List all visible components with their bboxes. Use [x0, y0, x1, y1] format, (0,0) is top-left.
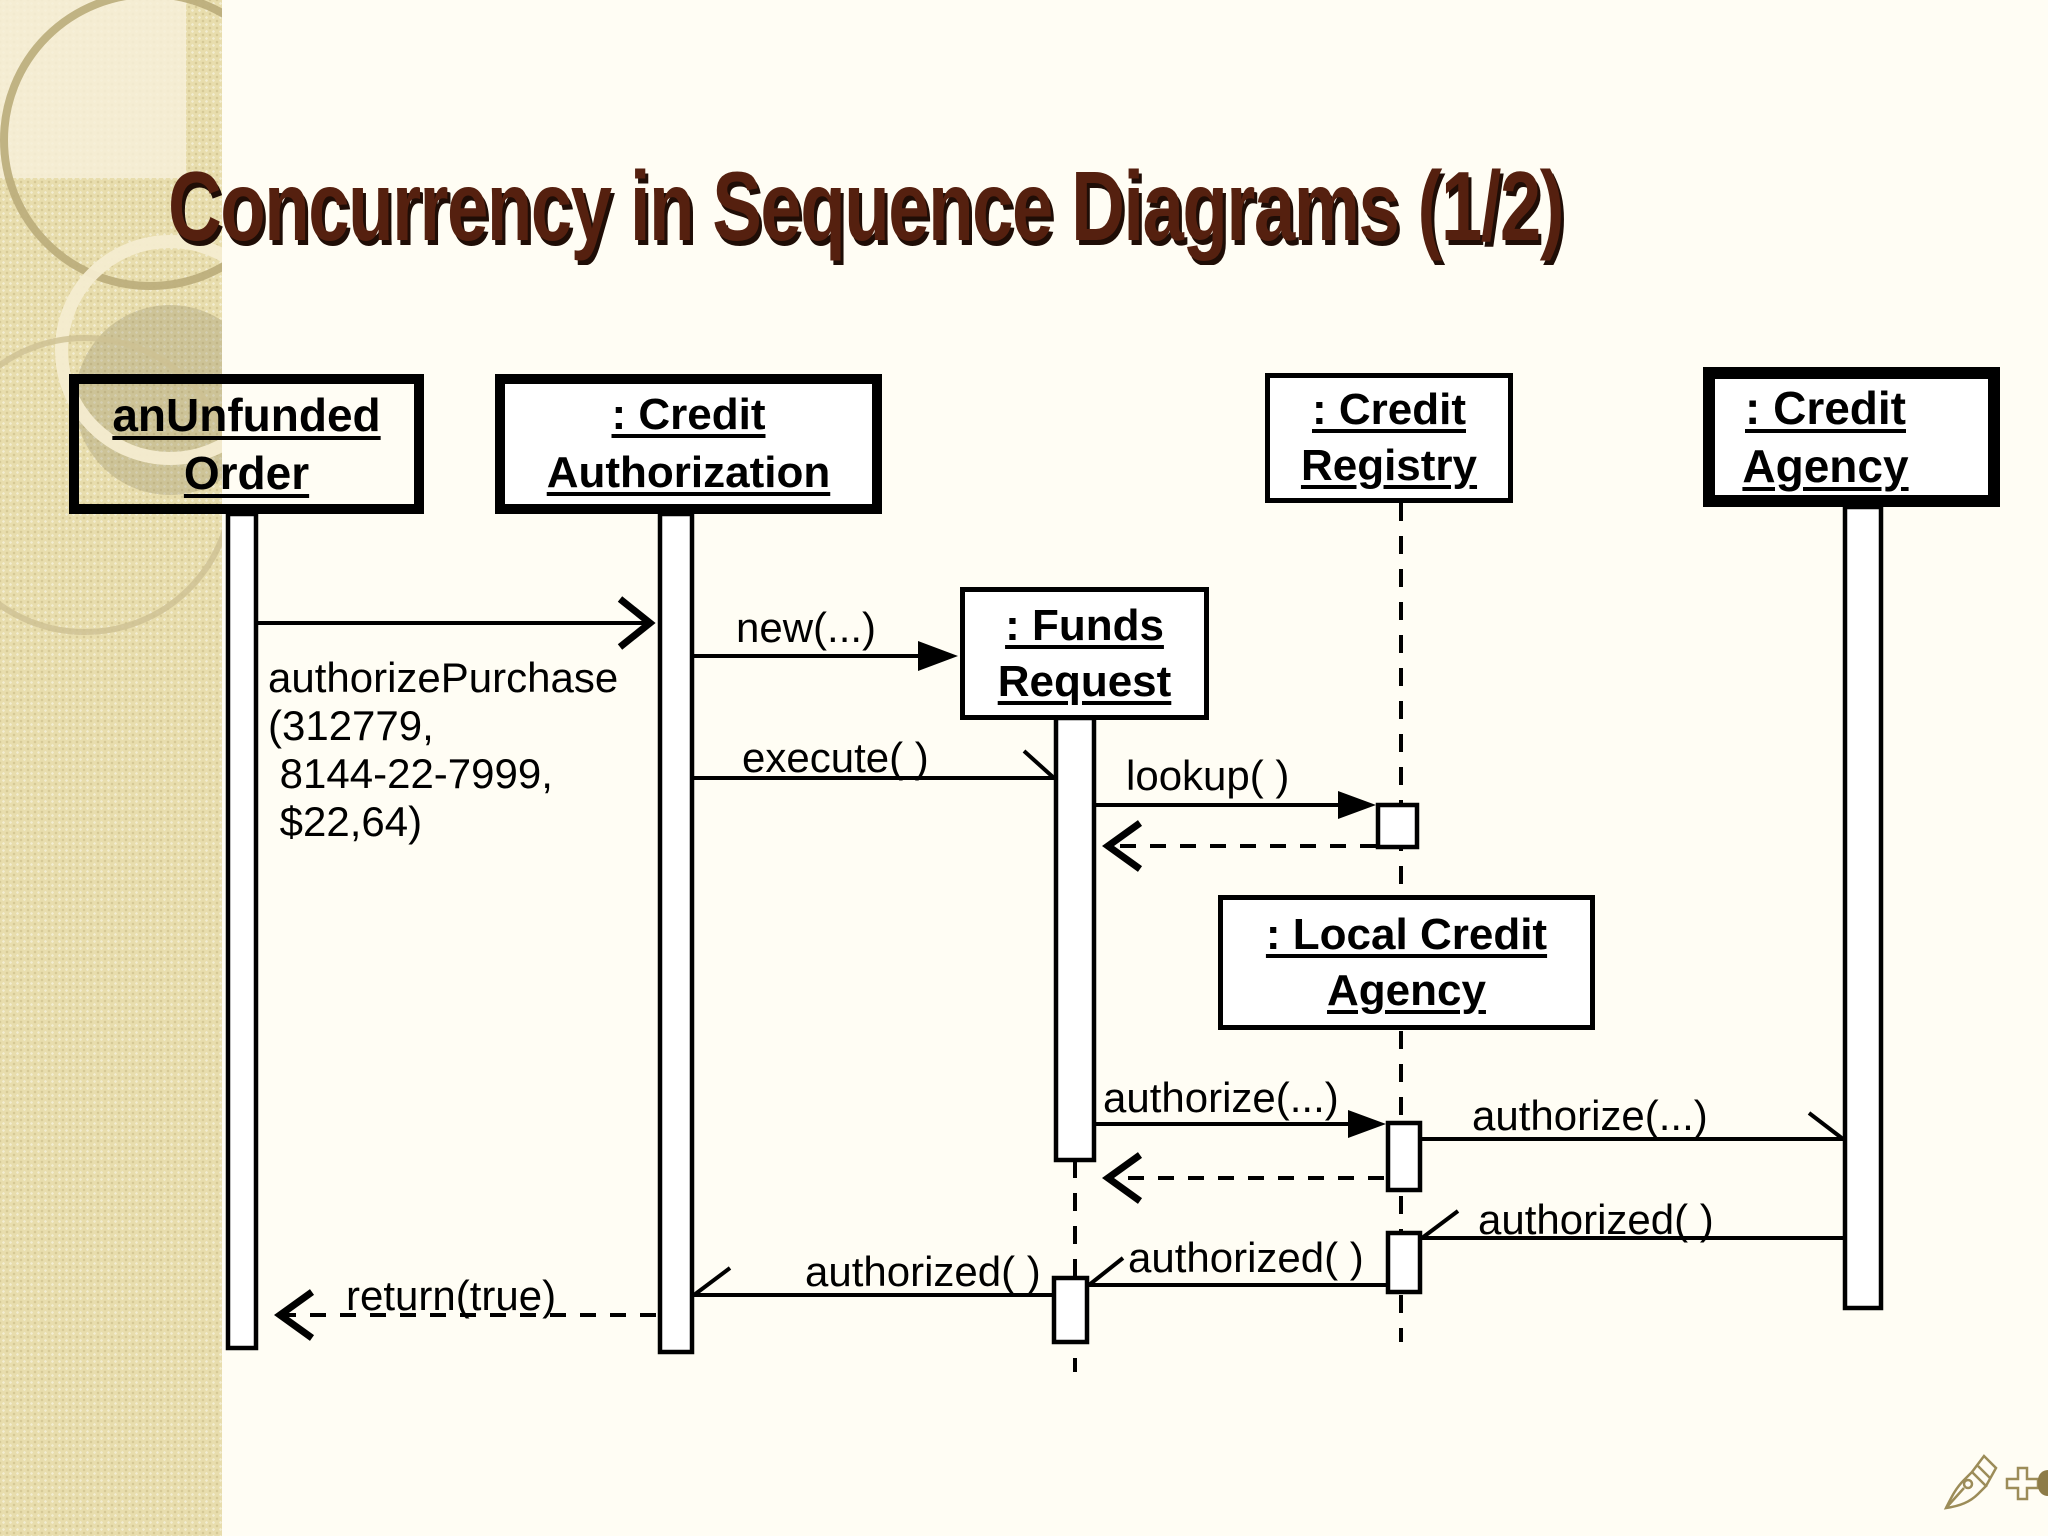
authorize-purchase-arrowhead — [617, 596, 656, 650]
object-name: anUnfunded — [112, 389, 381, 441]
new-arrowhead — [918, 641, 958, 671]
sidebar-decoration — [0, 0, 222, 1536]
local-credit-agency-activation-1 — [1385, 1120, 1423, 1193]
message-label-authorized-to-auth: authorized( ) — [805, 1248, 1041, 1295]
registry-return-arrowhead — [1102, 820, 1143, 872]
message-label-new: new(...) — [736, 604, 877, 651]
message-label-authorize-purchase: authorizePurchase (312779, 8144-22-7999,… — [268, 654, 619, 845]
authorized-from-local-arrowhead — [1087, 1256, 1125, 1287]
funds-request-activation-2 — [1051, 1275, 1090, 1345]
object-box-order: anUnfunded Order — [69, 374, 424, 514]
object-box-funds-request: : Funds Request — [960, 587, 1209, 720]
return-true-arrowhead — [274, 1289, 315, 1341]
message-label-lookup: lookup( ) — [1126, 752, 1290, 799]
object-name: Agency — [1327, 965, 1486, 1015]
object-name: Order — [183, 447, 310, 499]
credit-agency-activation — [1842, 504, 1884, 1311]
object-name: : Credit — [1312, 385, 1466, 434]
authorized-from-agency-arrowhead — [1420, 1209, 1460, 1240]
object-name: : Credit — [611, 390, 766, 439]
pen-icon[interactable] — [1943, 1454, 1998, 1510]
message-label-return-true: return(true) — [346, 1272, 557, 1319]
local-credit-agency-activation-2 — [1385, 1230, 1423, 1295]
object-name: Request — [997, 656, 1172, 706]
message-label-authorize-local: authorize(...) — [1103, 1074, 1339, 1121]
object-box-credit-registry: : Credit Registry — [1265, 373, 1513, 503]
object-box-local-credit-agency: : Local Credit Agency — [1218, 895, 1595, 1030]
credit-registry-activation — [1375, 802, 1420, 850]
footer-icons — [1943, 1454, 2048, 1510]
object-box-credit-authorization: : Credit Authorization — [495, 374, 882, 514]
plus-icon[interactable] — [2005, 1466, 2040, 1501]
object-name: Registry — [1300, 441, 1478, 490]
object-name: Authorization — [546, 448, 831, 497]
authorized-to-auth-arrowhead — [692, 1266, 732, 1297]
object-name: : Local Credit — [1265, 909, 1548, 959]
authorize-agency-arrowhead — [1807, 1111, 1845, 1141]
message-label-execute: execute( ) — [742, 734, 929, 781]
credit-authorization-activation — [657, 511, 695, 1355]
message-label-authorized-from-local: authorized( ) — [1128, 1234, 1364, 1281]
authorize-local-arrowhead — [1348, 1110, 1386, 1138]
message-label-authorized-from-agency: authorized( ) — [1478, 1196, 1714, 1243]
decorative-ring — [0, 335, 222, 635]
execute-arrowhead — [1022, 749, 1056, 780]
object-box-credit-agency: : Credit Agency — [1703, 367, 2000, 507]
lookup-arrowhead — [1338, 791, 1376, 819]
slide-title: Concurrency in Sequence Diagrams (1/2) — [168, 151, 1565, 261]
local-return-arrowhead — [1102, 1152, 1143, 1204]
corner-shape — [2038, 1470, 2048, 1496]
message-label-authorize-agency: authorize(...) — [1472, 1092, 1708, 1139]
order-activation — [225, 511, 259, 1351]
object-name: : Funds — [1005, 600, 1164, 650]
object-name: : Credit — [1745, 382, 1906, 434]
funds-request-activation — [1053, 715, 1097, 1163]
object-name: Agency — [1742, 440, 1909, 492]
